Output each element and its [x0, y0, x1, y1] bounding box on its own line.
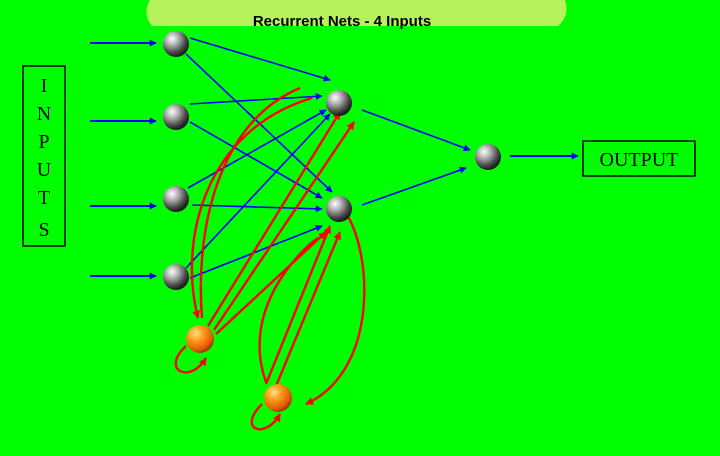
rec-c1-h1-b [213, 121, 355, 331]
hidden-neuron-1 [326, 90, 352, 116]
rec-h1-c1-curve [190, 96, 313, 319]
inputs-box [22, 65, 66, 247]
diagram-title: Recurrent Nets - 4 Inputs [253, 13, 431, 30]
conn-h1-out [361, 109, 471, 152]
conn-in3-h1 [187, 109, 327, 189]
conn-in2-h1 [189, 92, 323, 105]
rec-h2-c2-curve [305, 211, 366, 406]
output-neuron [475, 144, 501, 170]
conn-in3-h2 [191, 204, 323, 213]
output-label: OUTPUT [600, 149, 679, 171]
conn-in4-h2 [189, 225, 323, 279]
conn-in1-h1 [189, 37, 331, 82]
inputs-letter-n: N [37, 103, 51, 125]
context-neuron-1 [186, 325, 214, 353]
inputs-letter-s: S [38, 219, 49, 241]
conn-in4-h1 [185, 113, 331, 269]
conn-h2-out [361, 166, 467, 206]
inputs-letter-u: U [37, 159, 52, 181]
context-neuron-2 [264, 384, 292, 412]
self-loop-c1 [174, 345, 208, 374]
input-neuron-4 [163, 264, 189, 290]
rec-c2-h2-curve [258, 237, 319, 383]
inputs-letter-p: P [38, 131, 49, 153]
self-loop-c2 [250, 403, 282, 431]
inputs-letter-i: I [41, 75, 48, 97]
rec-c2-h1-a [264, 225, 332, 385]
inputs-letter-t: T [38, 187, 50, 209]
hidden-neuron-2 [326, 196, 352, 222]
input-neuron-2 [163, 104, 189, 130]
rec-c2-h1-b [274, 231, 342, 387]
input-neuron-3 [163, 186, 189, 212]
output-box [582, 140, 696, 177]
input-neuron-1 [163, 31, 189, 57]
rec-h1-c1-curve-2 [199, 86, 301, 319]
rec-c1-h2 [215, 231, 327, 335]
rec-c1-h1-a [206, 111, 342, 327]
conn-in2-h2 [189, 121, 323, 199]
title-band [146, 0, 567, 26]
